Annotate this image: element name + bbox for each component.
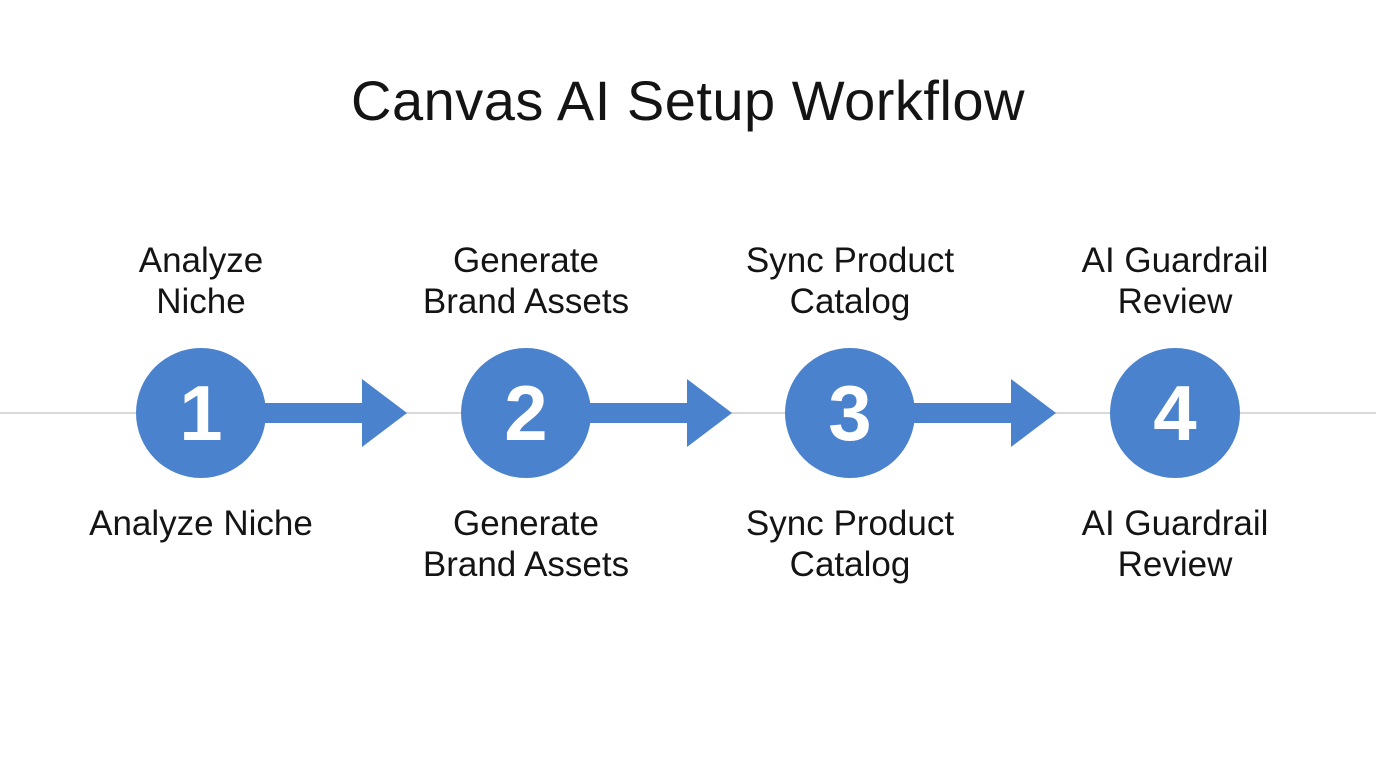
step-3-bottom-label: Sync Product Catalog (745, 504, 955, 584)
step-4-bottom-label: AI Guardrail Review (1081, 504, 1269, 584)
step-3-circle: 3 (785, 348, 915, 478)
step-2-number: 2 (504, 369, 548, 457)
step-2-bottom-label: Generate Brand Assets (422, 504, 630, 584)
step-4-top-label: AI Guardrail Review (1081, 241, 1269, 321)
step-1-circle: 1 (136, 348, 266, 478)
arrow-shaft (587, 403, 691, 423)
arrow-shaft (911, 403, 1015, 423)
arrow-right-icon (911, 379, 1056, 447)
step-4-number: 4 (1153, 369, 1197, 457)
step-3-top-label: Sync Product Catalog (745, 241, 955, 321)
step-1-bottom-label: Analyze Niche (89, 504, 313, 543)
step-2-top-label: Generate Brand Assets (422, 241, 630, 321)
arrow-right-icon (587, 379, 732, 447)
arrow-head (687, 379, 732, 447)
arrow-right-icon (262, 379, 407, 447)
arrow-head (1011, 379, 1056, 447)
step-3-number: 3 (828, 369, 872, 457)
page-title: Canvas AI Setup Workflow (351, 69, 1025, 132)
arrow-head (362, 379, 407, 447)
step-2-circle: 2 (461, 348, 591, 478)
arrow-shaft (262, 403, 366, 423)
step-4-circle: 4 (1110, 348, 1240, 478)
step-1-top-label: Analyze Niche (138, 241, 264, 321)
step-1-number: 1 (179, 369, 223, 457)
